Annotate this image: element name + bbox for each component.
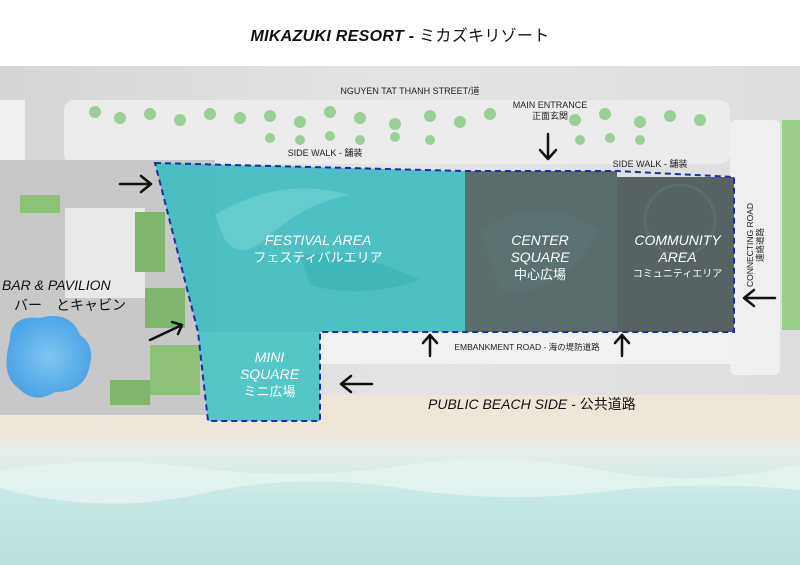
arrows xyxy=(118,132,777,394)
connecting-road-label: CONNECTING ROAD 連絡道路 xyxy=(745,190,765,300)
arrow-beach xyxy=(339,374,374,394)
center-jp: 中心広場 xyxy=(513,267,566,282)
sidewalk-label-right: SIDE WALK - 舗装 xyxy=(612,159,688,169)
festival-en: FESTIVAL AREA xyxy=(264,232,372,248)
embankment-strip xyxy=(320,332,735,364)
bar-en: BAR & PAVILION xyxy=(2,277,111,293)
beach-en: PUBLIC BEACH SIDE - xyxy=(428,396,576,412)
bar-pavilion-label: BAR & PAVILION バー とキャビン xyxy=(2,275,126,315)
community-pattern xyxy=(643,183,717,257)
connecting-road xyxy=(730,120,780,375)
mini-en2: SQUARE xyxy=(239,366,300,382)
community-area-label: COMMUNITY AREA コミュニティエリア xyxy=(620,232,735,283)
site-boundary xyxy=(153,161,735,422)
festival-jp: フェスティバルエリア xyxy=(253,250,383,265)
street-block xyxy=(64,100,730,164)
community-en1: COMMUNITY xyxy=(634,232,721,248)
mini-jp: ミニ広場 xyxy=(243,384,296,399)
community-en2: AREA xyxy=(658,249,697,265)
entrance-label-en: MAIN ENTRANCE xyxy=(512,100,588,110)
entrance-label: MAIN ENTRANCE 正面玄関 xyxy=(495,100,605,122)
festival-pattern xyxy=(215,188,350,250)
community-jp: コミュニティエリア xyxy=(632,269,723,280)
mini-square-polygon xyxy=(198,332,320,421)
entrance-label-jp: 正面玄関 xyxy=(531,111,568,121)
title-jp: ミカズキリゾート xyxy=(419,28,550,45)
pool xyxy=(6,316,92,398)
center-en1: CENTER xyxy=(511,232,569,248)
embankment-label: EMBANKMENT ROAD - 海の堤防道路 xyxy=(454,342,600,352)
arrow-left-top xyxy=(118,174,153,194)
arrow-left-mid xyxy=(148,320,184,342)
sidewalk-label-left: SIDE WALK - 舗装 xyxy=(287,148,363,158)
surf-line xyxy=(0,459,800,504)
title-resort-name: MIKAZUKI RESORT - xyxy=(250,28,415,45)
right-grass xyxy=(782,120,800,330)
festival-area-label: FESTIVAL AREA フェスティバルエリア xyxy=(228,232,408,266)
connecting-road-en: CONNECTING ROAD xyxy=(745,202,755,288)
center-en2: SQUARE xyxy=(510,249,570,265)
mini-en1: MINI xyxy=(254,349,285,365)
arrow-embankment-left xyxy=(421,333,439,358)
public-beach-label: PUBLIC BEACH SIDE - 公共道路 xyxy=(428,394,636,414)
beach-jp: 公共道路 xyxy=(579,396,636,412)
arrow-main-entrance xyxy=(538,132,558,161)
connecting-road-jp: 連絡道路 xyxy=(755,228,765,263)
center-pattern xyxy=(480,210,600,292)
bar-jp: バー とキャビン xyxy=(14,297,126,313)
page-title: MIKAZUKI RESORT - ミカズキリゾート xyxy=(0,22,800,46)
center-square-label: CENTER SQUARE 中心広場 xyxy=(490,232,590,283)
left-side-strip xyxy=(0,100,25,164)
arrow-embankment-right xyxy=(613,333,631,358)
mini-square-label: MINI SQUARE ミニ広場 xyxy=(222,349,317,400)
tree-rows xyxy=(89,106,706,145)
street-label-top: NGUYEN TAT THANH STREET/道 xyxy=(340,86,480,96)
arrow-right xyxy=(742,288,777,308)
